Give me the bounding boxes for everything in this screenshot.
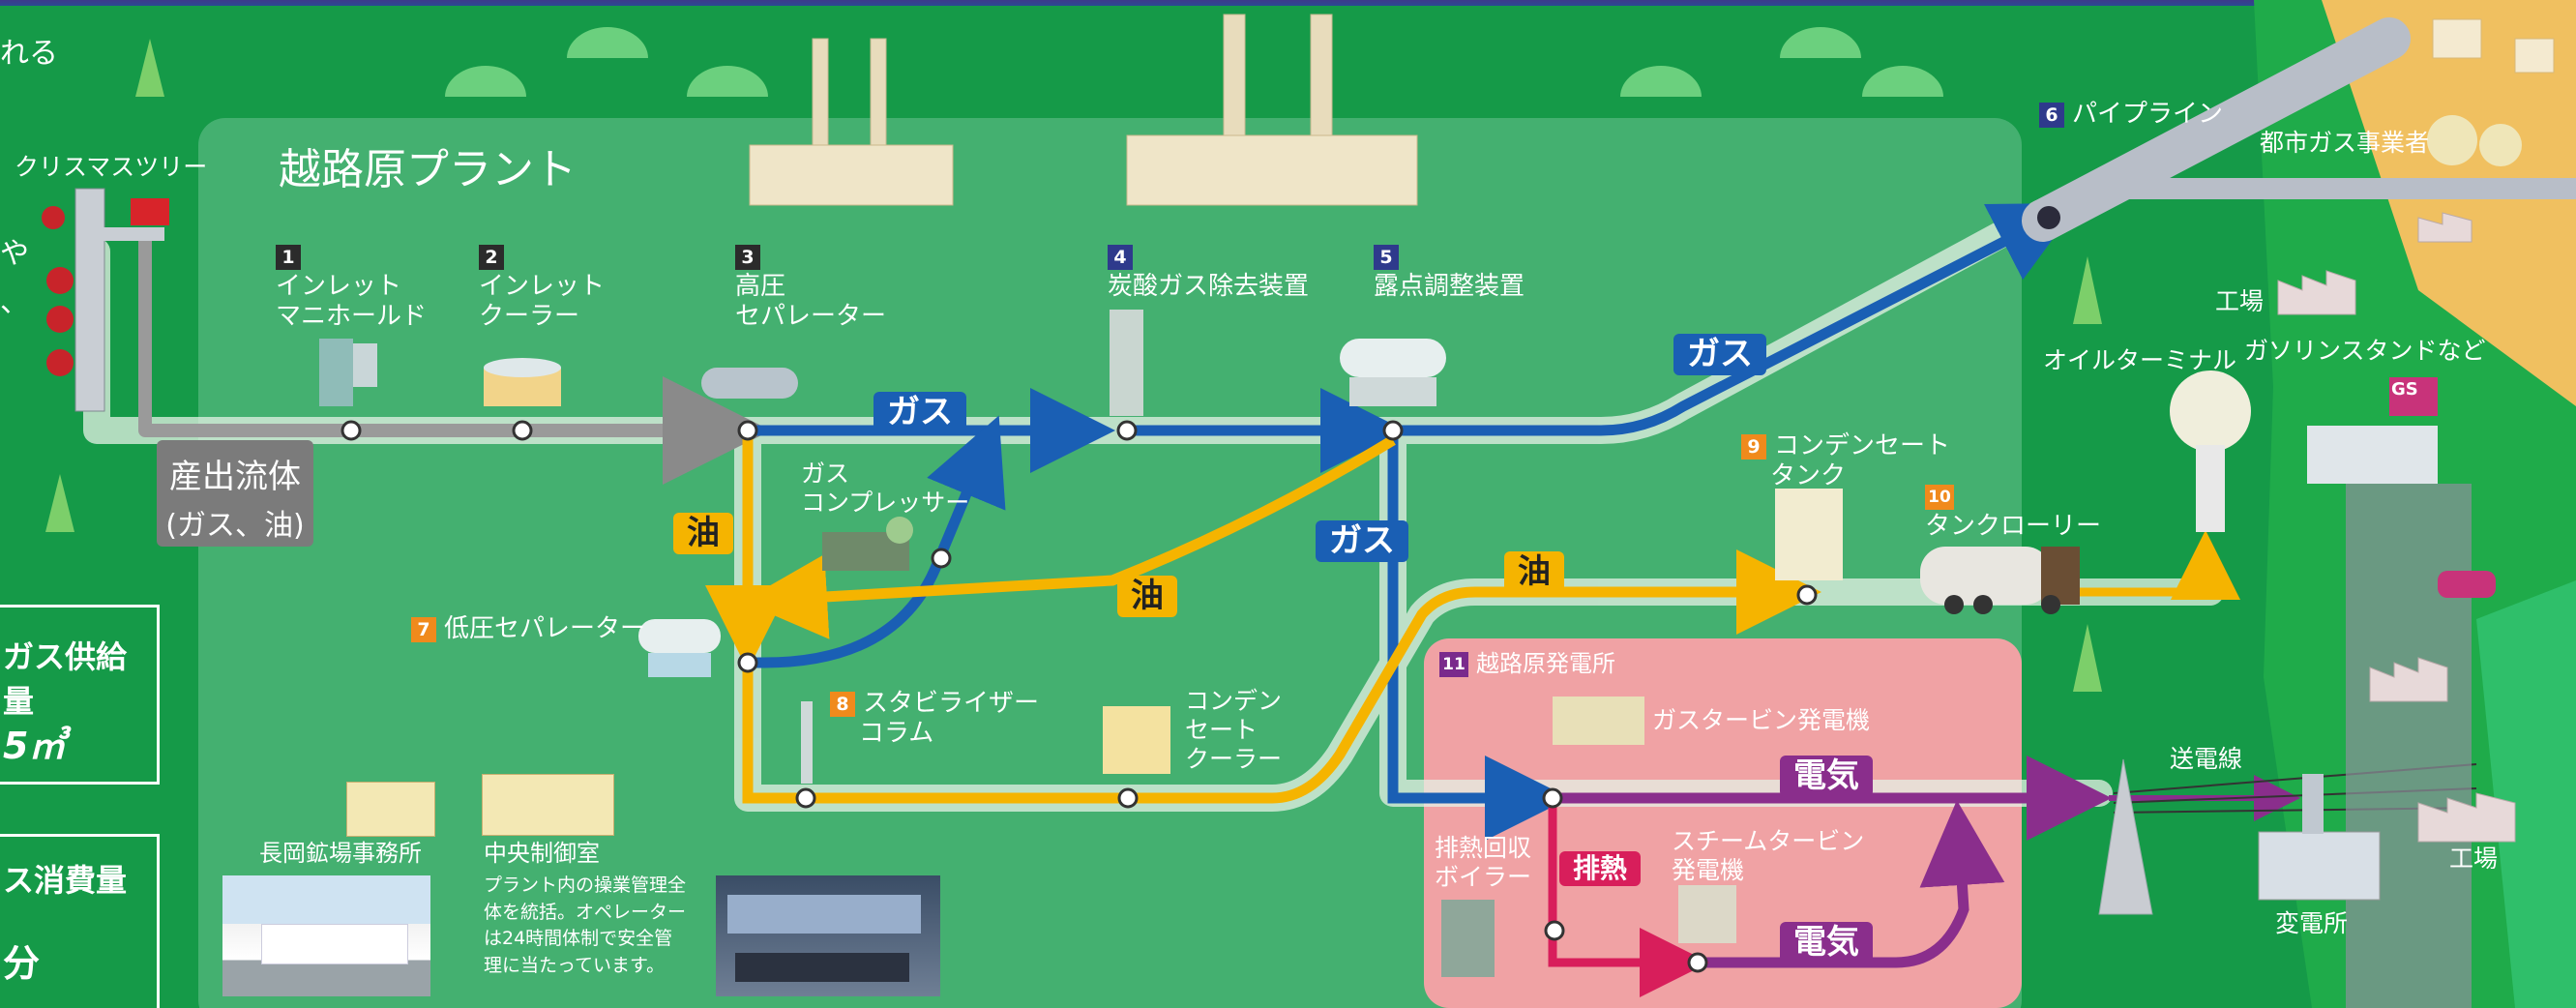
component-10-line1: タンクローリー [1925, 512, 2102, 542]
production-fluid-box: 産出流体 (ガス、油) [157, 440, 313, 547]
component-5-line1: 露点調整装置 [1374, 272, 1525, 302]
component-3-line2: セパレーター [735, 302, 887, 332]
flow-tag-oil-1: 油 [673, 513, 733, 555]
component-11-line1: 越路原発電所 [1476, 650, 1615, 677]
component-2-line2: クーラー [479, 302, 580, 332]
gas-compressor-label: ガス コンプレッサー [801, 460, 969, 518]
component-9-line2: タンク [1770, 461, 1847, 491]
production-fluid-line1: 産出流体 [169, 458, 301, 496]
component-2-line1: インレット [479, 272, 606, 302]
plant-title: 越路原プラント [279, 145, 577, 194]
control-room-desc-line1: プラント内の操業管理全 [484, 875, 687, 896]
component-4-line1: 炭酸ガス除去装置 [1108, 272, 1310, 302]
component-6-line1: パイプライン [2072, 100, 2224, 129]
component-8-label: 8 スタビライザー コラム [830, 689, 1039, 749]
control-room-building [482, 774, 614, 836]
number-badge-11: 11 [1439, 652, 1468, 677]
gas-consumption-value: 分 [3, 942, 41, 985]
component-11-label: 11 越路原発電所 [1439, 650, 1615, 678]
flow-tag-electricity-2: 電気 [1780, 922, 1873, 964]
flow-tag-gas-1: ガス [873, 392, 966, 434]
control-room-desc-line4: 理に当たっています。 [484, 954, 666, 976]
substation-label: 変電所 [2275, 909, 2349, 937]
number-badge-6: 6 [2039, 102, 2064, 128]
number-badge-9: 9 [1741, 433, 1766, 460]
component-8-line2: コラム [859, 719, 934, 749]
component-9-label: 9 コンデンセート タンク [1741, 431, 1950, 491]
flow-tag-oil-2: 油 [1117, 576, 1177, 618]
control-room-label: 中央制御室 [484, 840, 600, 867]
factory-label-2: 工場 [2449, 845, 2499, 873]
component-8-line1: スタビライザー [863, 689, 1040, 718]
heat-recovery-line1: 排熱回収 [1435, 834, 1532, 862]
flow-tag-electricity-1: 電気 [1780, 756, 1873, 798]
component-6-label: 6 パイプライン [2039, 100, 2223, 130]
gas-consumption-box: ス消費量 分 [0, 834, 160, 1008]
gas-supply-box: ガス供給量 5㎥ [0, 605, 160, 785]
number-badge-5: 5 [1374, 244, 1399, 270]
control-room-desc-line3: は24時間体制で安全管 [484, 928, 673, 950]
power-line-label: 送電線 [2170, 745, 2243, 773]
flow-tag-gas-3: ガス [1316, 520, 1408, 563]
nagaoka-office-photo [222, 875, 430, 996]
number-badge-10: 10 [1925, 484, 1954, 510]
gs-sign: GS [2391, 379, 2418, 400]
number-badge-7: 7 [411, 616, 436, 642]
left-partial-char-1: や [0, 237, 29, 271]
flow-tag-waste-heat: 排熱 [1559, 851, 1642, 887]
city-gas-label: 都市ガス事業者 [2260, 129, 2430, 157]
component-5-label: 5 露点調整装置 [1374, 242, 1525, 302]
condensate-cooler-label: コンデン セート クーラー [1185, 687, 1282, 774]
condensate-cooler-line3: クーラー [1185, 745, 1283, 773]
component-7-line1: 低圧セパレーター [444, 614, 646, 643]
component-4-label: 4 炭酸ガス除去装置 [1108, 242, 1309, 302]
gas-supply-value: 5㎥ [3, 725, 66, 767]
nagaoka-office-building [346, 782, 435, 837]
factory-label: 工場 [2215, 287, 2265, 315]
steam-turbine-line1: スチームタービン [1672, 827, 1865, 855]
equipment-icons [319, 310, 2080, 977]
condensate-cooler-line1: コンデン [1185, 687, 1283, 715]
left-partial-char-2: 、 [0, 285, 29, 319]
gas-turbine-generator-label: ガスタービン発電機 [1652, 706, 1871, 734]
steam-turbine-line2: 発電機 [1672, 856, 1745, 884]
number-badge-8: 8 [830, 691, 855, 717]
component-3-label: 3 高圧 セパレーター [735, 242, 886, 333]
number-badge-1: 1 [276, 244, 301, 270]
control-room-description: プラント内の操業管理全 体を統括。オペレーター は24時間体制で安全管 理に当た… [484, 873, 686, 979]
condensate-cooler-line2: セート [1185, 716, 1258, 744]
steam-turbine-generator-label: スチームタービン 発電機 [1672, 827, 1864, 885]
left-partial-text: れる [0, 37, 58, 71]
component-9-line1: コンデンセート [1774, 431, 1951, 460]
nagaoka-office-label: 長岡鉱場事務所 [259, 840, 422, 867]
gas-compressor-line1: ガス [801, 460, 850, 488]
flow-tag-gas-2: ガス [1673, 334, 1766, 376]
component-7-label: 7 低圧セパレーター [411, 614, 645, 644]
gas-consumption-title: ス消費量 [3, 862, 128, 899]
component-1-line1: インレット [276, 272, 402, 302]
control-room-photo [716, 875, 940, 996]
number-badge-4: 4 [1108, 244, 1133, 270]
component-3-line1: 高圧 [735, 272, 786, 302]
number-badge-3: 3 [735, 244, 760, 270]
flow-tag-oil-3: 油 [1504, 551, 1564, 594]
component-10-label: 10 タンクローリー [1925, 482, 2101, 542]
gas-compressor-line2: コンプレッサー [801, 489, 970, 517]
component-1-line2: マニホールド [276, 302, 428, 332]
gas-supply-title: ガス供給量 [3, 638, 128, 720]
component-2-label: 2 インレット クーラー [479, 242, 605, 333]
heat-recovery-line2: ボイラー [1435, 863, 1532, 891]
production-fluid-line2: (ガス、油) [165, 509, 305, 543]
oil-terminal-label: オイルターミナル [2043, 346, 2237, 374]
component-1-label: 1 インレット マニホールド [276, 242, 427, 333]
christmas-tree-label: クリスマスツリー [15, 153, 208, 181]
number-badge-2: 2 [479, 244, 504, 270]
control-room-desc-line2: 体を統括。オペレーター [484, 901, 687, 923]
gas-station-label: ガソリンスタンドなど [2244, 337, 2486, 365]
heat-recovery-boiler-label: 排熱回収 ボイラー [1435, 834, 1531, 892]
